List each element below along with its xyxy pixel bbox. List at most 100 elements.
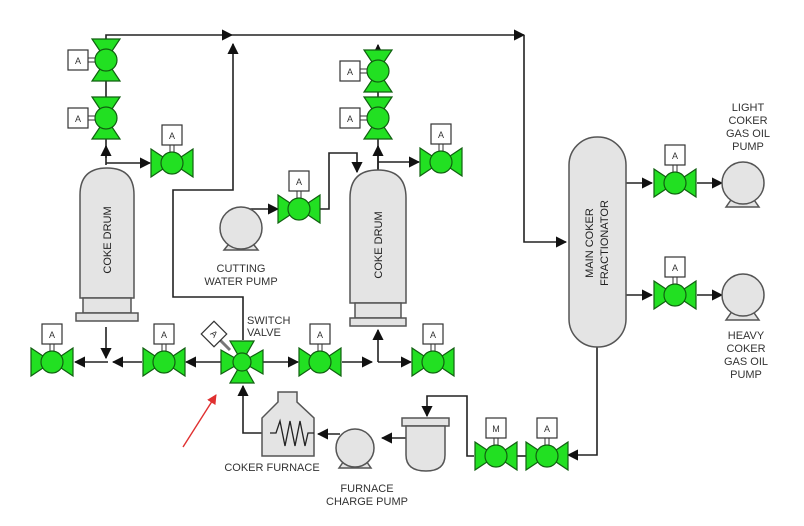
- accumulator-vessel[interactable]: [401, 417, 450, 472]
- valve-ball: [40, 350, 64, 374]
- cutting-water-pump-label-2: WATER PUMP: [204, 276, 277, 288]
- valve-ball: [663, 283, 687, 307]
- valve-ball: [94, 48, 118, 72]
- valve-ball: [287, 197, 311, 221]
- switch-valve-label-1: SWITCH: [247, 315, 290, 327]
- auto-actuator: A: [67, 107, 89, 129]
- furnace-charge-pump-label-1: FURNACE: [340, 483, 393, 495]
- auto-actuator: A: [664, 256, 686, 278]
- cutting-water-pump[interactable]: CUTTING WATER PUMP: [204, 206, 278, 288]
- valve-drum2-drain[interactable]: A: [411, 323, 455, 378]
- pipe-bypass: [172, 42, 244, 340]
- pipes: [73, 29, 724, 461]
- valve-cutting-water[interactable]: A: [277, 170, 321, 225]
- auto-actuator: A: [67, 49, 89, 71]
- pipe-furnace-to-switch: [237, 384, 270, 434]
- lcgo-pump-label-3: GAS OIL: [726, 128, 770, 140]
- actuator-label: A: [49, 330, 55, 340]
- coke-drum-1-label: COKE DRUM: [102, 206, 114, 273]
- actuator-label: A: [347, 67, 353, 77]
- actuator-label: A: [347, 114, 353, 124]
- valve-drum1-vent[interactable]: A: [150, 124, 194, 179]
- valve-ball: [160, 151, 184, 175]
- valve-ball: [429, 150, 453, 174]
- valve-ball: [663, 171, 687, 195]
- auto-actuator: A: [339, 107, 361, 129]
- switch-valve-port-left: [220, 348, 244, 376]
- actuator-label: A: [672, 263, 678, 273]
- lcgo-pump-label-2: COKER: [728, 115, 767, 127]
- actuator-label: A: [430, 330, 436, 340]
- valve-ball: [152, 350, 176, 374]
- switch-valve[interactable]: A SWITCH VALVE: [200, 315, 290, 384]
- pipe-to-fractionator: [523, 35, 568, 248]
- actuator-label: A: [75, 114, 81, 124]
- valve-ball: [535, 444, 559, 468]
- valve-ball: [94, 106, 118, 130]
- actuator-label: A: [672, 151, 678, 161]
- actuator-label: A: [296, 177, 302, 187]
- valve-ball: [366, 106, 390, 130]
- auto-actuator: A: [41, 323, 63, 345]
- coke-drum-2[interactable]: COKE DRUM: [349, 169, 407, 327]
- lcgo-pump-label-4: PUMP: [732, 141, 764, 153]
- furnace-charge-pump[interactable]: FURNACE CHARGE PUMP: [326, 428, 408, 508]
- hcgo-pump-label-2: COKER: [726, 343, 765, 355]
- valve-drum2-overhead-lower[interactable]: A: [339, 96, 394, 140]
- cutting-water-pump-label-1: CUTTING: [217, 263, 266, 275]
- valve-drum1-drain[interactable]: A: [30, 323, 74, 378]
- pipe-fractionator-bottoms: [566, 346, 598, 461]
- actuator-label: A: [161, 330, 167, 340]
- svg-text:A: A: [208, 328, 219, 339]
- actuator-label: A: [75, 56, 81, 66]
- coke-drum-1[interactable]: COKE DRUM: [75, 167, 139, 322]
- furnace-coil-icon: [270, 418, 314, 447]
- light-coker-gas-oil-pump[interactable]: LIGHT COKER GAS OIL PUMP: [721, 102, 770, 208]
- auto-actuator: A: [309, 323, 331, 345]
- valve-bottoms-manual[interactable]: M: [474, 417, 518, 472]
- valve-drum2-vent[interactable]: A: [419, 123, 463, 178]
- valve-lcgo[interactable]: A: [653, 144, 697, 199]
- valve-drum2-inlet[interactable]: A: [298, 323, 342, 378]
- auto-actuator: A: [288, 170, 310, 192]
- valve-ball: [366, 59, 390, 83]
- valve-drum1-overhead-lower[interactable]: A: [67, 96, 122, 140]
- valve-drum2-overhead-upper[interactable]: A: [339, 49, 394, 93]
- valve-hcgo[interactable]: A: [653, 256, 697, 311]
- hcgo-pump-label-3: GAS OIL: [724, 356, 768, 368]
- switch-valve-actuator: A: [200, 320, 228, 348]
- hcgo-pump-label-4: PUMP: [730, 369, 762, 381]
- fractionator-label-line2: FRACTIONATOR: [599, 200, 611, 286]
- pipe-cutting-water-to-drum2: [320, 152, 363, 210]
- actuator-label: A: [438, 130, 444, 140]
- actuator-label: M: [492, 424, 500, 434]
- auto-actuator: A: [536, 417, 558, 439]
- valve-ball: [421, 350, 445, 374]
- furnace-charge-pump-label-2: CHARGE PUMP: [326, 496, 408, 508]
- pipe-to-accumulator: [421, 395, 474, 457]
- switch-valve-port-top: [228, 340, 256, 364]
- actuator-label: A: [169, 131, 175, 141]
- auto-actuator: A: [161, 124, 183, 146]
- valve-drum1-overhead-upper[interactable]: A: [67, 38, 122, 82]
- auto-actuator: A: [422, 323, 444, 345]
- auto-actuator: A: [664, 144, 686, 166]
- valve-bottoms-auto[interactable]: A: [525, 417, 569, 472]
- auto-actuator: A: [430, 123, 452, 145]
- auto-actuator: A: [339, 60, 361, 82]
- main-coker-fractionator[interactable]: MAIN COKER FRACTIONATOR: [568, 136, 627, 348]
- coker-furnace-label: COKER FURNACE: [224, 462, 319, 474]
- valve-ball: [308, 350, 332, 374]
- actuator-label: A: [317, 330, 323, 340]
- heavy-coker-gas-oil-pump[interactable]: HEAVY COKER GAS OIL PUMP: [721, 273, 768, 381]
- valve-ball: [484, 444, 508, 468]
- lcgo-pump-label-1: LIGHT: [732, 102, 765, 114]
- valve-drum1-inlet[interactable]: A: [142, 323, 186, 378]
- switch-valve-label-2: VALVE: [247, 327, 281, 339]
- fractionator-label-line1: MAIN COKER: [584, 208, 596, 278]
- coker-furnace[interactable]: COKER FURNACE: [224, 391, 320, 474]
- switch-valve-port-bottom: [228, 360, 256, 384]
- actuator-label: A: [544, 424, 550, 434]
- red-pointer-arrow: [182, 394, 217, 448]
- coke-drum-2-label: COKE DRUM: [373, 211, 385, 278]
